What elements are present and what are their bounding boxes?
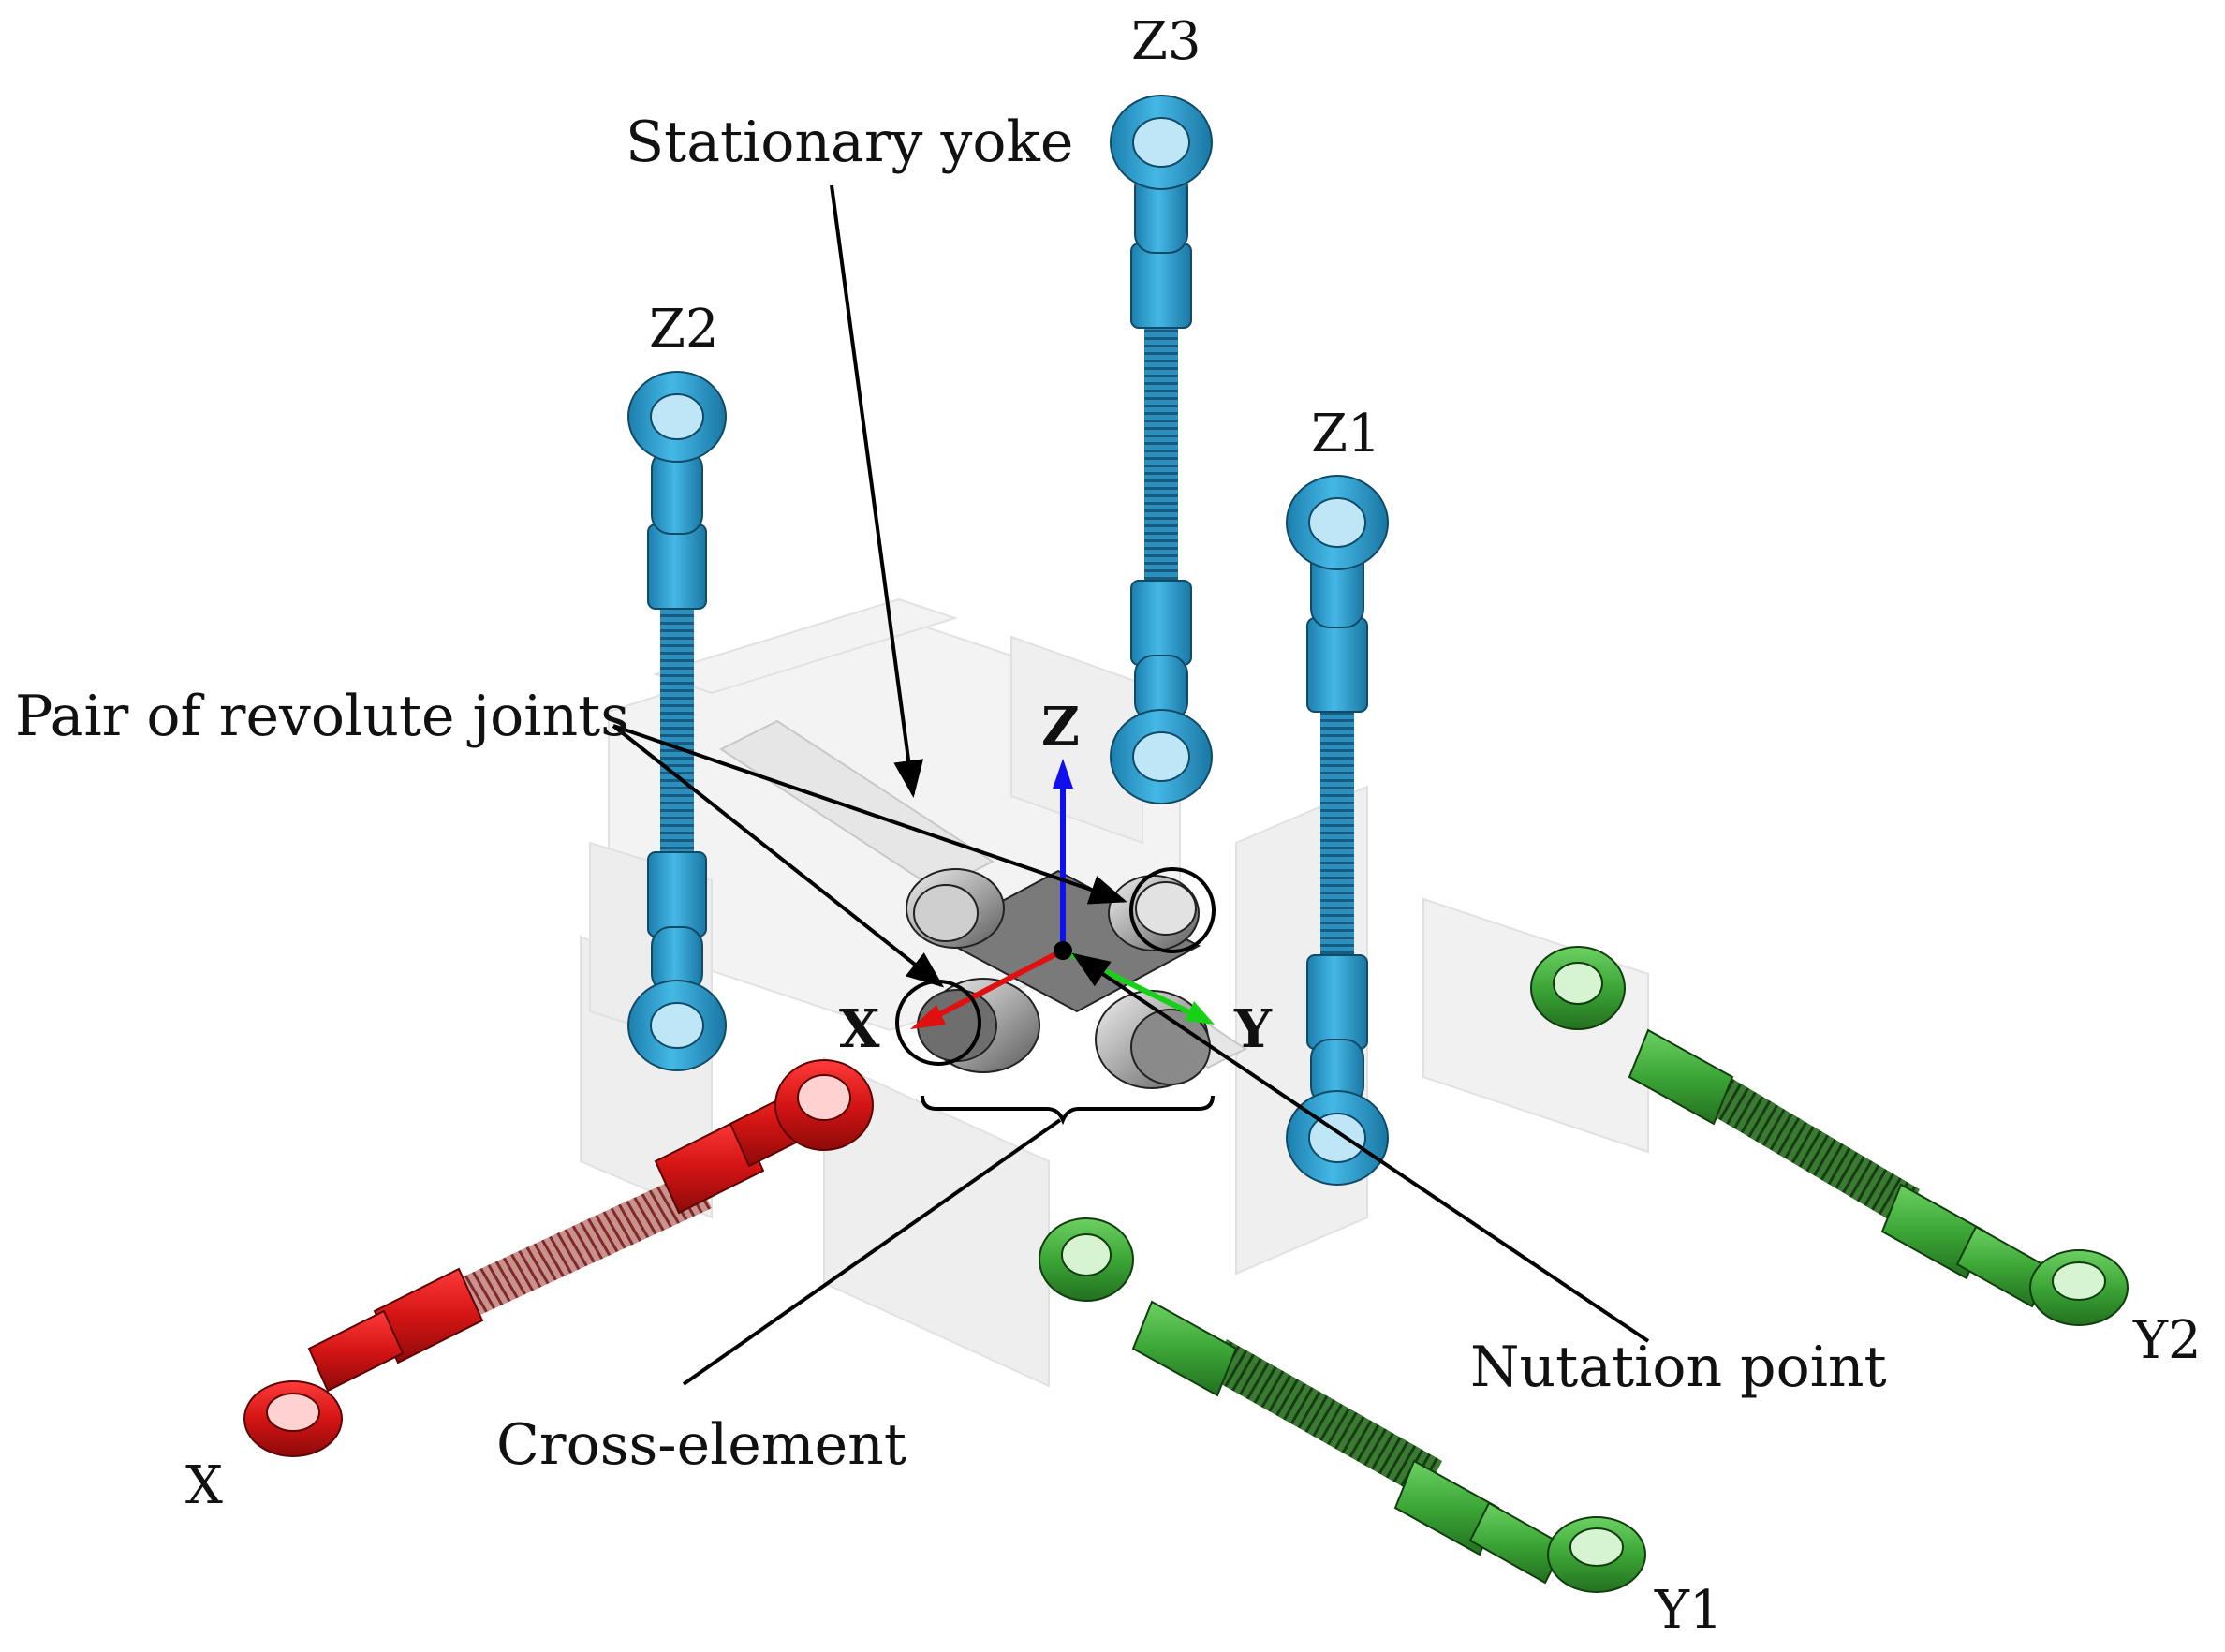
strut-z1 <box>1286 475 1389 1186</box>
cross-element-body <box>906 868 1211 1089</box>
leader-nutation-point <box>1071 952 1650 1343</box>
label-cross-element: Cross-element <box>496 1412 906 1478</box>
leader-cross-element <box>682 1118 1062 1386</box>
axis-label-y: Y <box>1233 998 1273 1060</box>
leader-lines <box>612 184 1650 1386</box>
label-strut-y1: Y1 <box>1654 1580 1723 1641</box>
label-strut-z3: Z3 <box>1131 11 1201 72</box>
axis-label-x: X <box>839 998 880 1060</box>
nutation-point-marker <box>1054 941 1072 960</box>
strut-x <box>243 1059 874 1457</box>
label-nutation-point: Nutation point <box>1470 1335 1887 1400</box>
strut-z2 <box>627 371 727 1071</box>
label-strut-y2: Y2 <box>2132 1310 2202 1371</box>
label-strut-z1: Z1 <box>1311 404 1381 465</box>
leader-stationary-yoke <box>830 184 924 798</box>
label-strut-z2: Z2 <box>649 299 719 360</box>
label-strut-x: X <box>185 1455 223 1516</box>
label-pair-of-revolute-joints: Pair of revolute joints <box>15 684 629 749</box>
strut-z3 <box>1110 95 1213 804</box>
axis-label-z: Z <box>1041 696 1080 758</box>
cross-element-brace <box>921 1095 1215 1126</box>
strut-y1 <box>1039 1217 1646 1593</box>
leader-revolute-joint-x <box>612 724 945 988</box>
leader-revolute-joint-y <box>612 724 1127 905</box>
axis-x-arrow <box>925 948 1065 1024</box>
label-stationary-yoke: Stationary yoke <box>626 110 1073 175</box>
strut-y2 <box>1530 946 2129 1326</box>
